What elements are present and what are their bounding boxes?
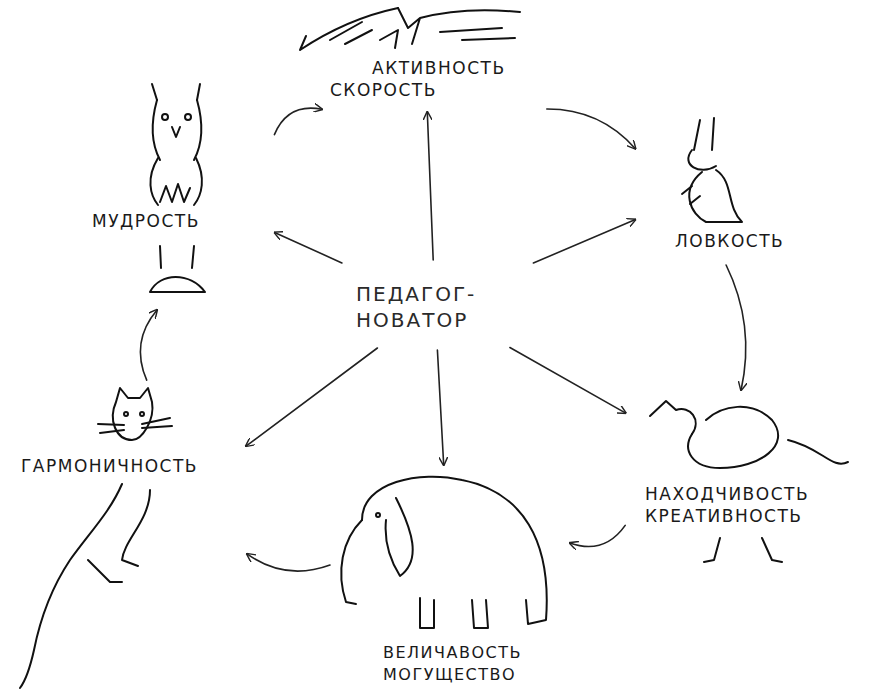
- quality-label: НАХОДЧИВОСТЬ КРЕАТИВНОСТЬ: [645, 483, 845, 527]
- cat-drawing: [20, 388, 172, 688]
- elephant-drawing: [341, 477, 547, 628]
- eagle-drawing: [300, 8, 520, 50]
- quality-label: ВЕЛИЧАВОСТЬ МОГУЩЕСТВО: [383, 642, 553, 686]
- center-node: ПЕДАГОГ-НОВАТОР: [340, 265, 530, 345]
- owl-node: МУДРОСТЬ: [80, 70, 270, 305]
- eagle-node: АКТИВНОСТЬ СКОРОСТЬ: [290, 2, 560, 107]
- curved-arrow: [510, 348, 626, 414]
- hare-drawing: [682, 118, 742, 222]
- cat-node: ГАРМОНИЧНОСТЬ: [5, 385, 242, 690]
- curved-arrow: [427, 112, 433, 260]
- rat-drawing: [650, 401, 848, 562]
- quality-label: АКТИВНОСТЬ СКОРОСТЬ: [330, 57, 530, 101]
- curved-arrow: [533, 220, 635, 263]
- curved-arrow: [275, 233, 342, 263]
- curved-arrow: [547, 109, 636, 149]
- quality-label: ЛОВКОСТЬ: [675, 230, 787, 252]
- hare-node: ЛОВКОСТЬ: [640, 110, 793, 260]
- curved-arrow: [247, 554, 330, 571]
- curved-arrow: [726, 265, 746, 390]
- quality-label: ГАРМОНИЧНОСТЬ: [21, 455, 236, 477]
- quality-label: МУДРОСТЬ: [92, 210, 262, 232]
- curved-arrow: [437, 350, 443, 465]
- curved-arrow: [570, 525, 625, 546]
- curved-arrow: [140, 310, 157, 380]
- center-title: ПЕДАГОГ-НОВАТОР: [356, 281, 521, 333]
- elephant-node: ВЕЛИЧАВОСТЬ МОГУЩЕСТВО: [335, 470, 565, 692]
- rat-node: НАХОДЧИВОСТЬ КРЕАТИВНОСТЬ: [630, 395, 875, 575]
- owl-drawing: [150, 84, 205, 292]
- curved-arrow: [246, 348, 377, 446]
- curved-arrow: [274, 108, 322, 134]
